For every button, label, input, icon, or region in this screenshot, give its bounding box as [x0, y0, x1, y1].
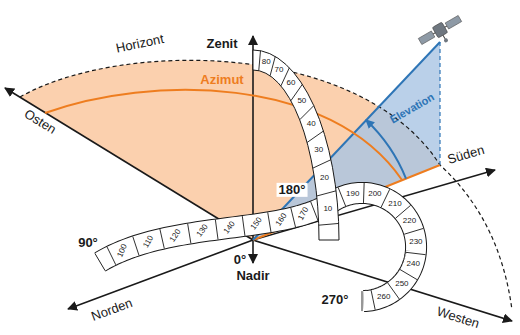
- elevation-scale-tick: [300, 106, 314, 120]
- west-axis: [253, 240, 512, 321]
- azimuth-scale-outline: [100, 193, 416, 301]
- azimuth-scale-tick: [311, 202, 318, 221]
- angle-label: 180°: [277, 183, 308, 197]
- azimuth-scale: [95, 183, 426, 311]
- direction-label: Norden: [90, 296, 135, 324]
- azimuth-scale-tick: [188, 224, 191, 244]
- elevation-scale-tick: [307, 131, 323, 142]
- direction-label: Süden: [446, 143, 486, 167]
- angle-label: 0°: [232, 253, 248, 267]
- scale-number: 190: [346, 189, 359, 198]
- azimuth-scale-tick: [160, 229, 164, 249]
- azimuth-scale-tick: [133, 236, 139, 255]
- projection-line: [439, 42, 440, 165]
- scale-number: 260: [377, 292, 390, 301]
- scale-number: 80: [262, 57, 271, 66]
- scale-number: 60: [287, 79, 296, 88]
- elevation-scale-tick: [313, 160, 331, 168]
- east-axis: [5, 88, 253, 240]
- azimuth-scale-tick: [107, 247, 116, 265]
- scale-number: 250: [395, 279, 408, 288]
- elevation-scale-tick: [270, 56, 275, 75]
- scale-number: 230: [409, 238, 422, 247]
- angle-label: 270°: [320, 293, 351, 307]
- scale-number: 40: [307, 119, 316, 128]
- azimuth-scale-tick: [404, 228, 423, 234]
- axis-label: Nadir: [234, 269, 271, 283]
- axis-label: Zenit: [206, 37, 237, 51]
- angle-label: 90°: [78, 236, 98, 250]
- scale-number: 220: [403, 217, 416, 226]
- nadir-axis: [252, 240, 254, 263]
- azimuth-scale-tick: [406, 252, 426, 254]
- azimuth-scale-tick: [95, 253, 105, 270]
- scale-number: 240: [407, 260, 420, 269]
- azimuth-scale-tick: [363, 183, 365, 203]
- satellite-icon: [417, 13, 467, 53]
- azimuth-scale-tick: [371, 290, 375, 310]
- azimuth-scale-tick: [215, 220, 218, 240]
- azimuth-scale-tick: [362, 291, 363, 311]
- azimuth-scale-tick: [291, 208, 296, 227]
- horizon-line: [20, 60, 512, 310]
- azimuth-scale-tick: [400, 269, 417, 279]
- azimuth-area: [20, 60, 440, 240]
- azimuth-scale-tick: [242, 216, 245, 236]
- scale-number: 20: [320, 174, 329, 183]
- elevation-scale-tick: [319, 223, 339, 225]
- azimuth-scale-tick: [338, 188, 345, 207]
- azimuth-scale-band: [100, 193, 416, 301]
- elevation-scale-tick: [317, 191, 336, 196]
- azimuth-label: Azimut: [200, 73, 243, 87]
- scale-number: 70: [275, 66, 284, 75]
- elevation-scale-tick: [259, 51, 261, 71]
- scale-number: 30: [314, 145, 323, 154]
- elevation-arc: [366, 120, 406, 179]
- scale-number: 200: [368, 190, 381, 199]
- azimuth-arc: [45, 90, 402, 180]
- azimuth-scale-tick: [268, 212, 271, 232]
- elevation-scale: [253, 50, 339, 240]
- scale-number: 50: [297, 97, 306, 106]
- horizon-label: Horizont: [115, 32, 165, 56]
- scale-number: 210: [388, 200, 401, 209]
- elevation-scale-band: [253, 50, 339, 240]
- scale-number: 10: [323, 204, 332, 213]
